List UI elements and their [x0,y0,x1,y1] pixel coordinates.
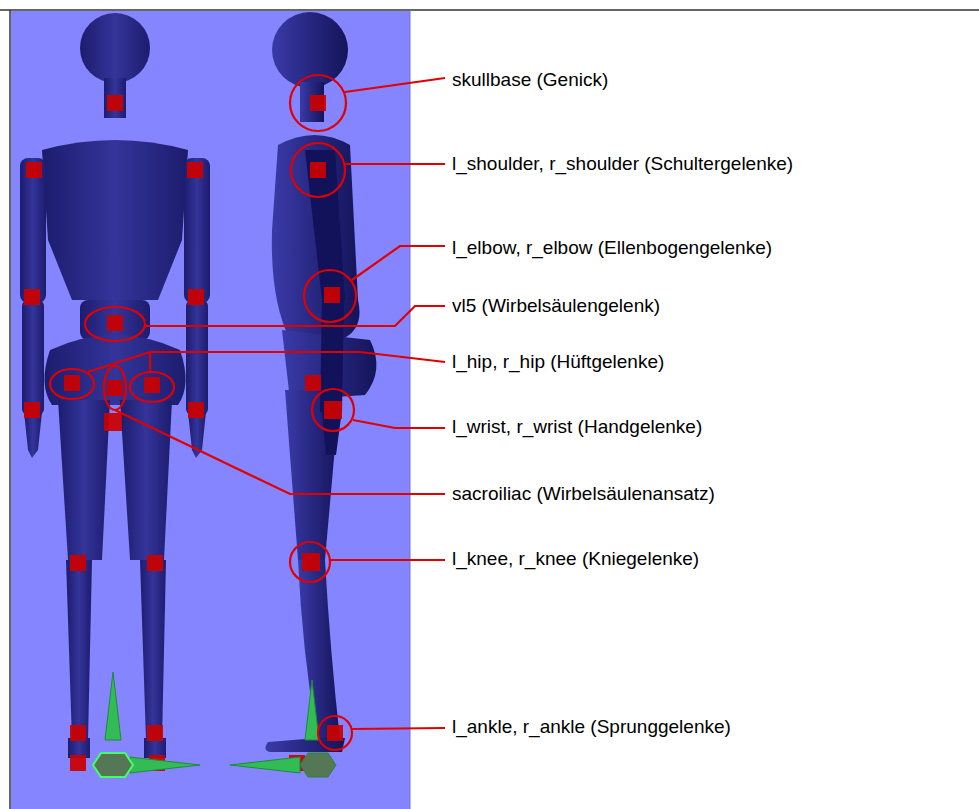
joint-label: l_shoulder, r_shoulder (Schultergelenke) [450,153,795,175]
joint-label: l_elbow, r_elbow (Ellenbogengelenke) [450,237,774,259]
joint-label: l_ankle, r_ankle (Sprunggelenke) [450,716,733,738]
joint-label: l_wrist, r_wrist (Handgelenke) [450,416,704,438]
joint-label: l_hip, r_hip (Hüftgelenke) [450,351,666,373]
joint-label: vl5 (Wirbelsäulengelenk) [450,295,662,317]
joint-label: skullbase (Genick) [450,69,610,91]
joint-label: sacroiliac (Wirbelsäulenansatz) [450,483,717,505]
joint-label: l_knee, r_knee (Kniegelenke) [450,548,701,570]
